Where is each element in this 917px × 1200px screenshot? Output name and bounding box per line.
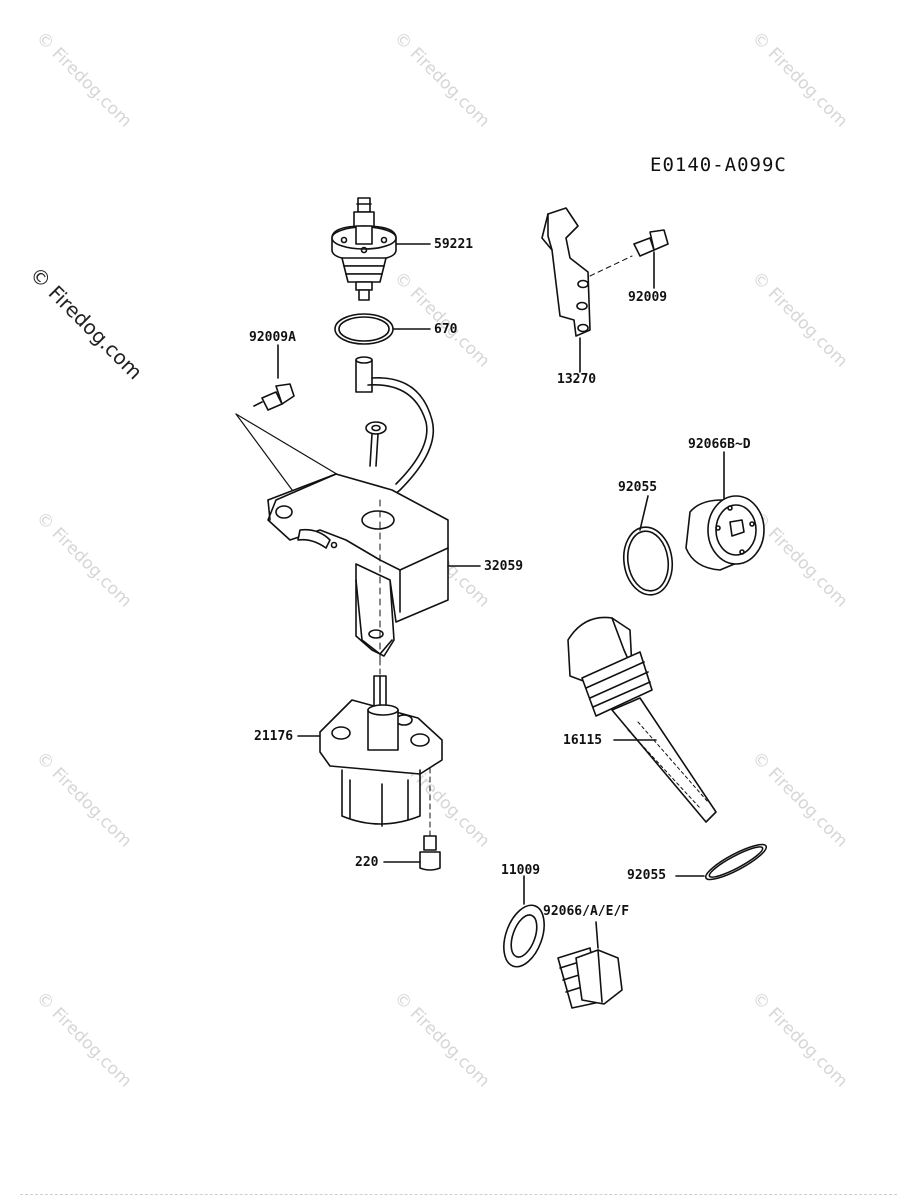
diagram-code: E0140-A099C: [650, 154, 787, 176]
part-11009-drawing: [503, 875, 545, 968]
part-21176-drawing: [297, 659, 443, 827]
part-220-drawing: [383, 767, 441, 871]
part-label-92055-lower: 92055: [627, 868, 667, 883]
part-label-92009A: 92009A: [249, 330, 296, 345]
hose-drawing: [355, 356, 435, 501]
part-label-670: 670: [434, 322, 458, 337]
part-92066B-D-drawing: [685, 451, 765, 571]
part-label-11009: 11009: [501, 863, 541, 878]
part-label-92066AEF: 92066/A/E/F: [543, 904, 630, 919]
footer-divider: [20, 1194, 897, 1196]
part-label-16115: 16115: [563, 733, 603, 748]
part-label-92009: 92009: [628, 290, 668, 305]
part-32059-drawing: [267, 473, 481, 661]
part-92055-upper-drawing: [622, 495, 674, 596]
part-59221-drawing: [331, 197, 431, 301]
part-label-13270: 13270: [557, 372, 597, 387]
part-label-92066B-D: 92066B~D: [688, 437, 751, 452]
part-13270-drawing: [541, 207, 633, 373]
part-92055-lower-drawing: [675, 843, 768, 881]
part-16115-drawing: [567, 616, 717, 823]
part-label-21176: 21176: [254, 729, 294, 744]
part-label-32059: 32059: [484, 559, 524, 574]
part-label-220: 220: [355, 855, 379, 870]
part-670-drawing: [334, 313, 431, 345]
part-92009-drawing: [633, 229, 669, 289]
part-label-92055-upper: 92055: [618, 480, 658, 495]
part-92066AEF-drawing: [557, 921, 623, 1009]
part-92009A-drawing: [235, 344, 341, 499]
part-label-59221: 59221: [434, 237, 474, 252]
